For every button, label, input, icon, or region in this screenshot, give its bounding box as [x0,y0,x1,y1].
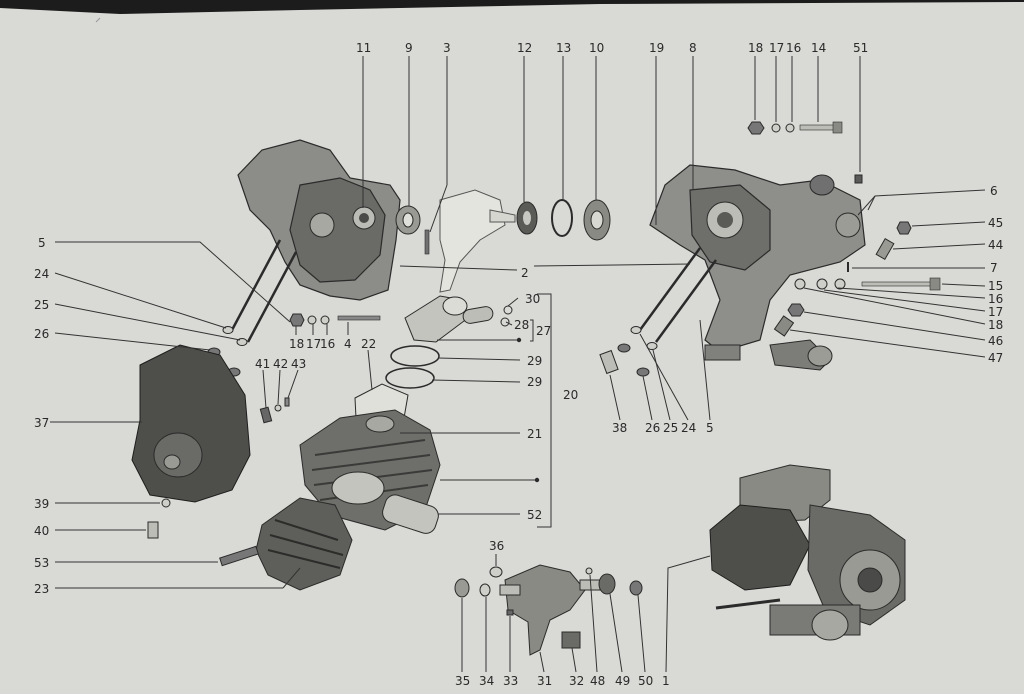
callout-50: 50 [638,674,653,688]
exhaust-pipe-52 [382,494,439,534]
callout-20: 20 [563,388,578,402]
callout-40: 40 [34,524,49,538]
callout-5-right: 5 [706,421,714,435]
cowling-37 [131,344,251,503]
callout-19: 19 [649,41,664,55]
callout-53: 53 [34,556,49,570]
callout-51: 51 [853,41,868,55]
right-washers-nuts [599,326,658,377]
callout-28: 28 [514,318,529,332]
callout-8: 8 [689,41,697,55]
callout-33: 33 [503,674,518,688]
crankshaft-outline [439,189,516,293]
callout-34: 34 [479,674,494,688]
leader-lines [50,56,986,673]
callout-25-left: 25 [34,298,49,312]
paper-fold [95,17,101,23]
callout-36: 36 [489,539,504,553]
callout-2: 2 [521,266,529,280]
callout-16-right: 16 [988,292,1003,306]
callout-16-top: 16 [786,41,801,55]
callout-42: 42 [273,357,288,371]
assembled-engine-1 [709,464,906,641]
bolt-40 [147,521,159,539]
callout-29-lower: 29 [527,375,542,389]
callout-26-right: 26 [645,421,660,435]
callout-5-left: 5 [38,236,46,250]
piston-ring-upper [390,345,440,367]
circlip-13 [551,199,573,237]
callout-11: 11 [356,41,371,55]
callout-26-left: 26 [34,327,49,341]
callout-38: 38 [612,421,627,435]
callout-37: 37 [34,416,49,430]
callout-9: 9 [405,41,413,55]
oil-seal-12 [516,201,538,235]
right-crankcase-half [649,164,866,371]
callout-labels: 11 9 3 12 13 10 19 8 18 17 16 14 51 6 45… [34,41,1003,688]
crank-small-parts [454,566,643,649]
callout-43: 43 [291,357,306,371]
callout-1: 1 [662,674,670,688]
callout-23: 23 [34,582,49,596]
callout-22: 22 [361,337,376,351]
callout-24-right: 24 [681,421,696,435]
callout-32: 32 [569,674,584,688]
pin-3 [424,229,430,255]
left-studs-5 [230,239,298,343]
callout-49: 49 [615,674,630,688]
callout-21: 21 [527,427,542,441]
callout-47: 47 [988,351,1003,365]
leader-dot-20 [534,477,540,483]
callout-24-left: 24 [34,267,49,281]
right-studs-5 [638,247,718,343]
callout-52: 52 [527,508,542,522]
washer-39 [161,498,171,508]
callout-31: 31 [537,674,552,688]
callout-45: 45 [988,216,1003,230]
callout-44: 44 [988,238,1003,252]
callout-13: 13 [556,41,571,55]
callout-27: 27 [536,324,551,338]
cylinder-head-23 [255,497,353,591]
callout-18-right: 18 [988,318,1003,332]
callout-35: 35 [455,674,470,688]
top-right-fasteners [747,121,863,184]
callout-46: 46 [988,334,1003,348]
callout-41: 41 [255,357,270,371]
callout-39: 39 [34,497,49,511]
callout-16-mid: 16 [320,337,335,351]
callout-12: 12 [517,41,532,55]
callout-29-upper: 29 [527,354,542,368]
callout-17-right: 17 [988,305,1003,319]
callout-18-top: 18 [748,41,763,55]
callout-6: 6 [990,184,998,198]
callout-25-right: 25 [663,421,678,435]
callout-3: 3 [443,41,451,55]
callout-4: 4 [344,337,352,351]
bearing-10 [583,199,611,241]
callout-18-mid: 18 [289,337,304,351]
callout-14: 14 [811,41,826,55]
spark-plug-53 [219,545,259,567]
bearing-9 [395,205,421,235]
piston-ring-lower [385,367,435,389]
right-side-fasteners [773,221,941,337]
left-crankcase-half [237,139,401,301]
middle-small-parts [259,313,381,424]
callout-7: 7 [990,261,998,275]
callout-10: 10 [589,41,604,55]
callout-48: 48 [590,674,605,688]
callout-17-top: 17 [769,41,784,55]
leader-dot-27 [516,337,522,343]
piston-assembly [404,295,513,343]
callout-15: 15 [988,279,1003,293]
callout-30: 30 [525,292,540,306]
callout-17-mid: 17 [306,337,321,351]
